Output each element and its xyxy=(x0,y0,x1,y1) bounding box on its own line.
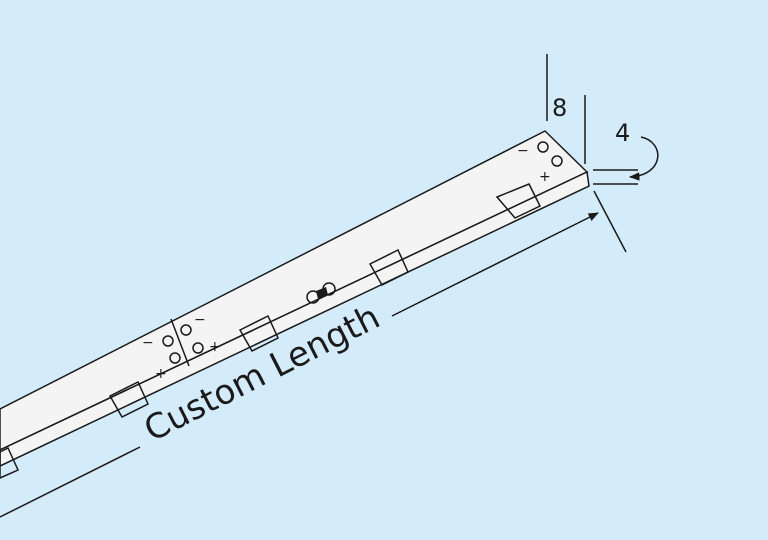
strip-side-face xyxy=(0,170,590,467)
width-label: 8 xyxy=(552,94,567,122)
end-extension-line xyxy=(593,190,627,253)
solder-pads-middle-left xyxy=(162,335,181,364)
solder-pads-middle-right xyxy=(180,324,204,354)
width-dimension: 8 xyxy=(546,54,586,164)
minus-label-middle-left: − xyxy=(142,335,154,351)
led-chip xyxy=(238,314,279,352)
strip-top-face xyxy=(0,130,589,451)
led-chips xyxy=(0,183,542,479)
solder-pads-right xyxy=(537,141,563,167)
led-chip xyxy=(495,183,542,219)
cut-line xyxy=(170,318,190,367)
led-chip xyxy=(368,248,409,286)
minus-label-right: − xyxy=(517,143,529,159)
plus-label-right: + xyxy=(539,169,551,185)
plus-label-middle-left: + xyxy=(155,366,167,382)
thickness-dimension: 4 xyxy=(593,119,659,185)
led-chip xyxy=(108,380,149,418)
thickness-label: 4 xyxy=(615,119,630,147)
plus-label-middle-right: + xyxy=(209,339,221,355)
resistor xyxy=(306,282,336,304)
minus-label-middle-right: − xyxy=(194,312,206,328)
led-chip xyxy=(0,446,19,479)
